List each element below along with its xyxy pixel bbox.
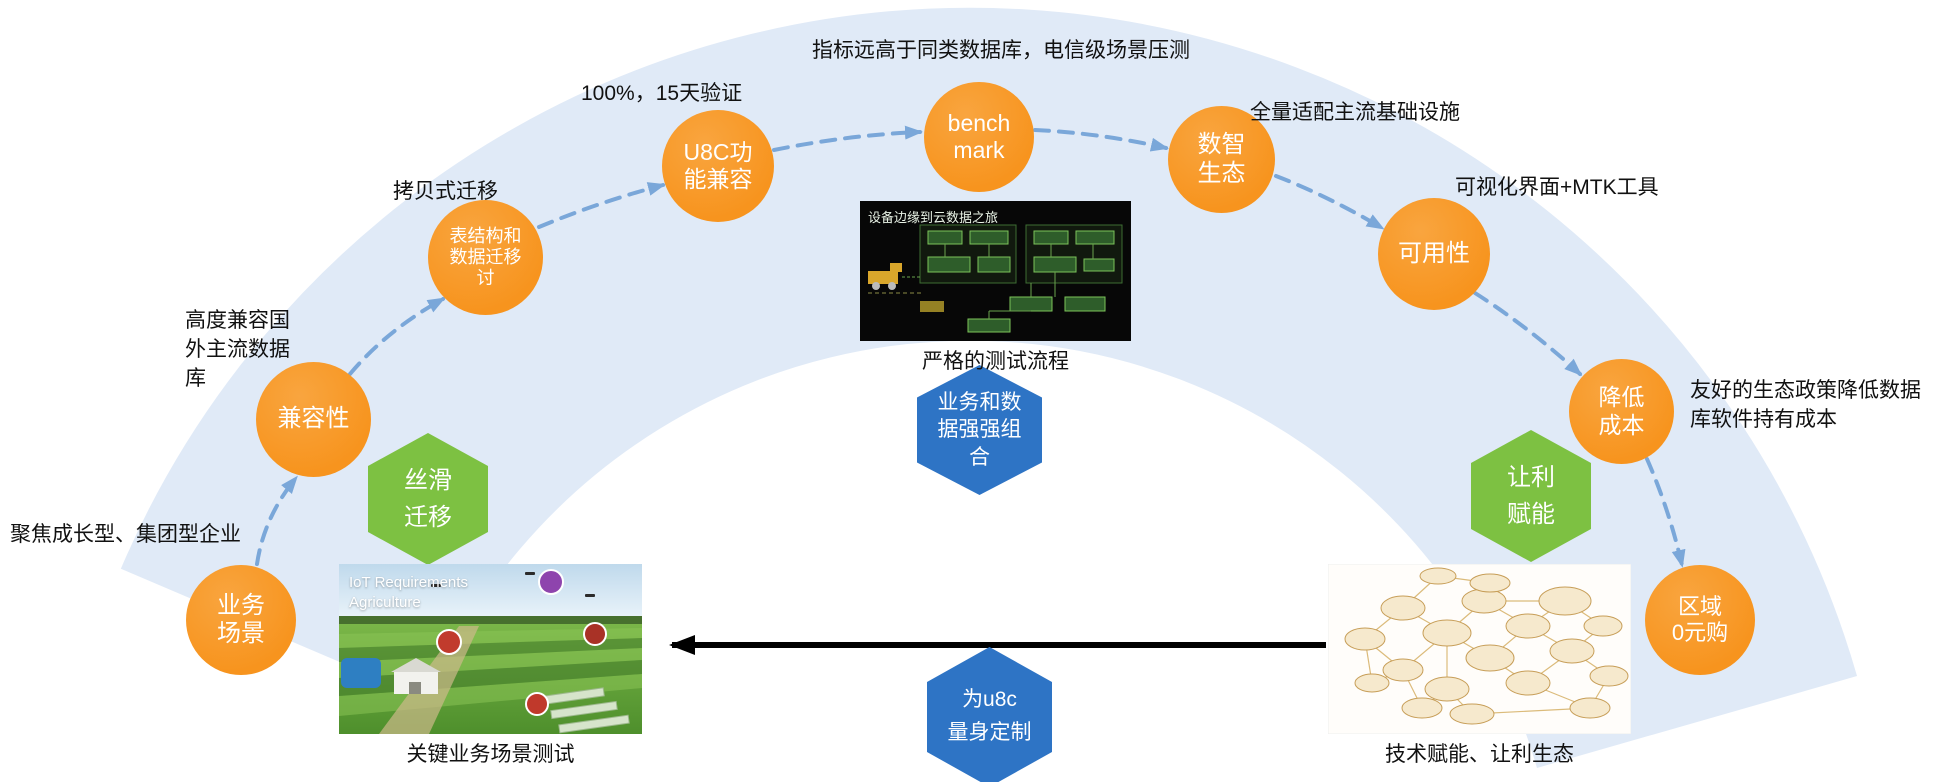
truck-icon	[868, 263, 902, 290]
annotation-compat-note: 高度兼容国 外主流数据 库	[185, 309, 290, 390]
node-availability: 可用性	[1378, 198, 1490, 310]
flow-arrow-4	[772, 125, 923, 152]
drone-icons	[431, 572, 595, 597]
node-compatibility: 兼容性	[256, 362, 371, 477]
annotation-infrastructure: 全量适配主流基础设施	[1250, 101, 1460, 124]
annotation-benchmark-note: 指标远高于同类数据库，电信级场景压测	[812, 39, 1190, 62]
figure-inner-title-line1: IoT Requirements	[349, 574, 468, 591]
map-marker-dots	[436, 569, 607, 716]
farm-building-icon	[391, 658, 441, 694]
flow-arrow-5	[1033, 128, 1169, 152]
figure-strict-testing: 设备边缘到云数据之旅 严格的测试流程	[860, 201, 1131, 375]
annotation-visual-tools: 可视化界面+MTK工具	[1455, 176, 1659, 199]
figure-caption-business: 关键业务场景测试	[406, 743, 575, 766]
figure-tech-ecosystem: 技术赋能、让利生态	[1328, 564, 1631, 768]
annotation-focus: 聚焦成长型、集团型企业	[10, 523, 241, 546]
greenhouse-rows	[543, 687, 630, 734]
node-region-zero-purchase: 区域 0元购	[1645, 565, 1755, 675]
figure-business-scenario: IoT Requirements Agriculture 关键业务场景测试	[339, 564, 642, 768]
figure-inner-title-line2: Agriculture	[349, 594, 421, 611]
node-benchmark: bench mark	[924, 82, 1034, 192]
flow-arrow-7	[1473, 291, 1583, 377]
hexagon-profit-enabling: 让利 赋能	[1471, 430, 1591, 562]
flowchart-illustration	[860, 201, 1131, 341]
flow-arrow-6	[1274, 174, 1385, 230]
test-flow-image: 设备边缘到云数据之旅	[860, 201, 1131, 341]
ecosystem-image	[1328, 564, 1631, 734]
flow-arrow-1	[255, 475, 298, 566]
network-illustration	[1328, 564, 1631, 734]
flow-arrow-8	[1645, 457, 1686, 568]
annotation-verification: 100%，15天验证	[581, 82, 743, 105]
node-cost-reduction: 降低 成本	[1569, 359, 1674, 464]
node-digital-ecosystem: 数智 生态	[1168, 106, 1275, 213]
info-panel	[341, 658, 381, 688]
flow-arrow-3	[537, 182, 666, 229]
dashed-flow-arrows	[255, 125, 1686, 568]
node-u8c-compat: U8C功 能兼容	[662, 110, 774, 222]
node-business-scenario: 业务 场景	[186, 565, 296, 675]
figure-caption-ecosystem: 技术赋能、让利生态	[1385, 743, 1574, 766]
annotation-eco-policy: 友好的生态政策降低数据 库软件持有成本	[1690, 379, 1921, 431]
agriculture-image: IoT Requirements Agriculture	[339, 564, 642, 734]
farm-illustration	[339, 564, 642, 734]
figure-caption-testing: 严格的测试流程	[922, 350, 1069, 373]
hexagon-smooth-migration: 丝滑 迁移	[368, 433, 488, 565]
figure-inner-title: 设备边缘到云数据之旅	[868, 210, 999, 225]
flow-arrow-2	[348, 297, 446, 376]
annotation-copy-migration: 拷贝式迁移	[393, 180, 498, 203]
node-schema-migration: 表结构和 数据迁移 讨	[428, 200, 543, 315]
